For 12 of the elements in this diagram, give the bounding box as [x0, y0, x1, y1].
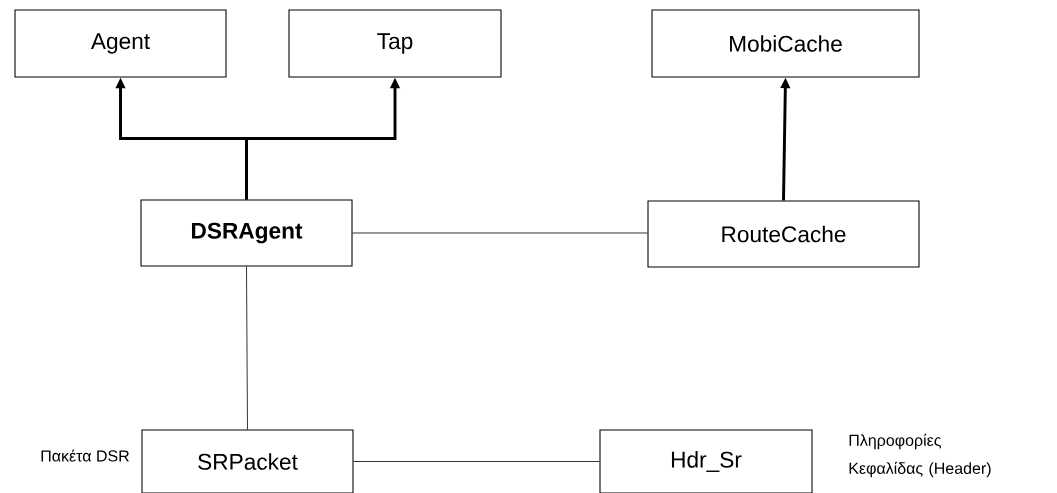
side-note: Πληροφορίες Κεφαλίδας (Header)	[849, 433, 991, 478]
class-box: SRPacket	[141, 429, 354, 493]
class-box: Agent	[14, 9, 227, 78]
connector-line	[246, 266, 248, 430]
class-box: Tap	[288, 9, 502, 78]
connector-line	[352, 232, 648, 234]
class-box: MobiCache	[651, 9, 920, 78]
class-box: RouteCache	[647, 200, 920, 268]
connector-line	[353, 461, 600, 462]
side-note: Πακέτα DSR	[41, 449, 129, 462]
class-box: Hdr_Sr	[599, 429, 813, 493]
class-box: DSRAgent	[140, 199, 353, 267]
